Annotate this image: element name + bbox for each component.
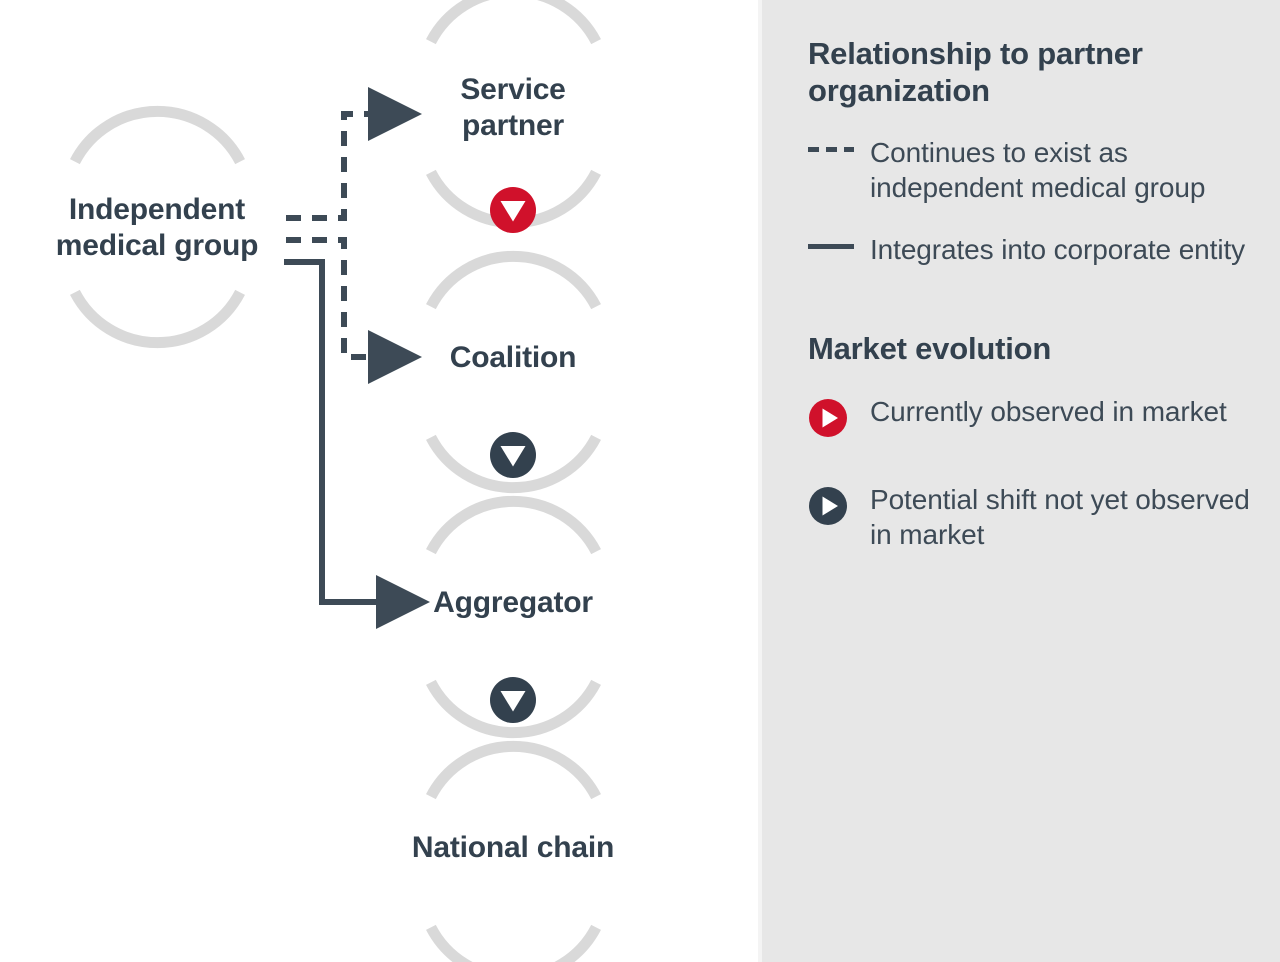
- legend-item-continues-independent: Continues to exist as independent medica…: [808, 135, 1260, 206]
- legend-panel: Relationship to partner organization Con…: [758, 0, 1280, 962]
- node-label-coalition: Coalition: [449, 341, 577, 374]
- flow-diagram: Independent medical group Service partne…: [55, 0, 615, 962]
- ring-independent-medical-group: [70, 105, 245, 349]
- dashed-line-icon: [808, 135, 870, 153]
- legend-item-label: Continues to exist as independent medica…: [870, 137, 1206, 204]
- legend-item-label: Currently observed in market: [870, 395, 1227, 427]
- ring-aggregator: [426, 495, 601, 739]
- diagram-canvas: [70, 0, 601, 962]
- solid-line-icon: [808, 232, 870, 249]
- node-label-aggregator: Aggregator: [433, 586, 593, 619]
- legend-section-title-relationship: Relationship to partner organization: [808, 36, 1143, 108]
- node-label-service-partner: Service partner: [460, 73, 566, 142]
- transition-marker-coalition-to-aggregator: [490, 432, 536, 478]
- ring-coalition: [426, 250, 601, 494]
- node-label-independent-medical-group: Independent medical group: [55, 193, 259, 262]
- play-icon-red: [808, 394, 870, 438]
- play-icon-dark: [808, 482, 870, 526]
- transition-marker-aggregator-to-national: [490, 677, 536, 723]
- transition-marker-service-to-coalition: [490, 187, 536, 233]
- legend-item-label: Potential shift not yet observed in mark…: [870, 483, 1250, 550]
- legend-item-integrates-corporate: Integrates into corporate entity: [808, 232, 1260, 267]
- connector-to-service-partner: [286, 87, 422, 221]
- legend-section-title-market-evolution: Market evolution: [808, 330, 1052, 366]
- node-label-national-chain: National chain: [411, 831, 615, 864]
- connector-to-aggregator: [284, 259, 430, 629]
- legend-item-label: Integrates into corporate entity: [870, 233, 1246, 265]
- legend-item-currently-observed: Currently observed in market: [808, 394, 1260, 438]
- connector-to-coalition: [286, 237, 422, 384]
- ring-national-chain: [426, 740, 601, 962]
- legend-item-potential-shift: Potential shift not yet observed in mark…: [808, 482, 1260, 553]
